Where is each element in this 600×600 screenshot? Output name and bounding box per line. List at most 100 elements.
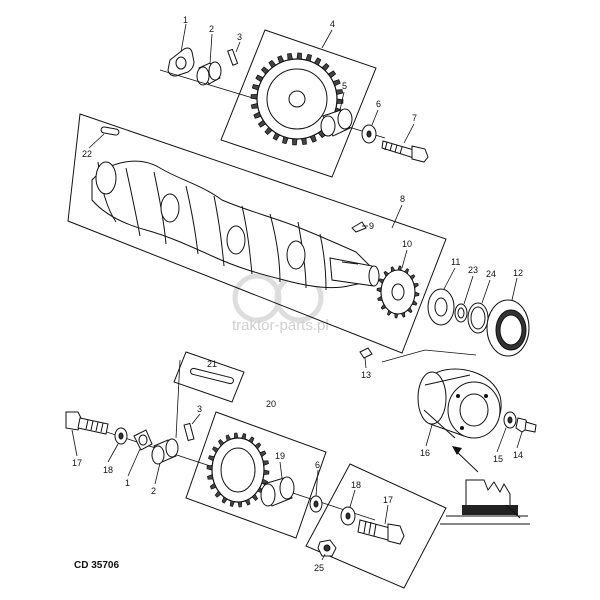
- gear-tooth: [209, 482, 217, 490]
- part-12-oil-seal: [486, 299, 530, 357]
- gear-tooth: [208, 455, 215, 462]
- gear-tooth: [250, 94, 258, 100]
- part-18-right-washer: [340, 506, 356, 526]
- part-4-gear: [250, 52, 344, 146]
- pulley-leader: [381, 349, 477, 363]
- top-gear-frame: [220, 29, 377, 178]
- callout-8: 8: [400, 194, 405, 204]
- gear-tooth: [376, 287, 382, 293]
- bottom-gear-frame: [185, 411, 327, 539]
- gear-tooth: [378, 278, 385, 285]
- callout-1-bottom: 1: [125, 478, 130, 488]
- callout-10: 10: [402, 239, 412, 249]
- gear-tooth: [394, 313, 399, 319]
- part-21-pin: [190, 367, 234, 385]
- gear-tooth: [305, 53, 312, 62]
- callout-18-left: 18: [103, 465, 113, 475]
- gear-tooth: [253, 111, 262, 119]
- pulley-cross-section: [440, 479, 530, 525]
- callout-6-top: 6: [376, 99, 381, 109]
- part-3-bottom-pin: [183, 422, 195, 442]
- gear-tooth: [321, 62, 330, 72]
- callout-20: 20: [266, 399, 276, 409]
- section-arrow: [452, 446, 479, 473]
- part-2-top-bushing: [196, 61, 222, 86]
- callout-15: 15: [493, 454, 503, 464]
- callout-22: 22: [82, 149, 92, 159]
- gear-tooth: [296, 52, 302, 60]
- gear-tooth: [390, 266, 396, 273]
- gear-tooth: [257, 119, 267, 128]
- gear-tooth: [207, 474, 214, 480]
- gear-tooth: [397, 265, 402, 271]
- part-24-oring: [467, 302, 489, 334]
- callout-14: 14: [513, 450, 523, 460]
- part-9-key: [351, 221, 367, 233]
- part-6-bottom-washer: [309, 495, 323, 513]
- part-2-bottom-bushing: [151, 438, 179, 465]
- gear-tooth: [335, 89, 344, 95]
- callout-5: 5: [342, 81, 347, 91]
- callout-23: 23: [468, 265, 478, 275]
- gear-tooth: [268, 59, 277, 69]
- gear-tooth: [313, 57, 322, 66]
- watermark-text: traktor-parts.pl: [232, 317, 329, 334]
- callout-11: 11: [451, 257, 460, 267]
- gear-tooth: [277, 55, 285, 64]
- gear-tooth: [301, 137, 307, 146]
- callout-18-right: 18: [351, 480, 361, 490]
- gear-tooth: [251, 493, 259, 501]
- callout-24: 24: [486, 269, 496, 279]
- gear-tooth: [237, 501, 243, 508]
- gear-tooth: [212, 446, 219, 454]
- gear-tooth: [413, 283, 419, 289]
- gear-tooth: [414, 291, 420, 297]
- callout-25: 25: [314, 563, 324, 573]
- gear-tooth: [233, 432, 239, 439]
- gear-tooth: [225, 434, 232, 442]
- gear-tooth: [400, 311, 406, 318]
- gear-tooth: [332, 79, 341, 87]
- callout-2-bottom: 2: [151, 486, 156, 496]
- crankshaft-frame: [67, 113, 447, 354]
- gear-tooth: [214, 490, 222, 498]
- gear-tooth: [377, 295, 383, 301]
- part-20-gear: [206, 432, 270, 508]
- gear-tooth: [411, 299, 418, 306]
- gear-tooth: [409, 274, 416, 281]
- callout-21: 21: [207, 359, 217, 369]
- callout-leaders: [71, 23, 523, 561]
- bolt-kit-frame: [305, 463, 447, 589]
- part-17-left-bolt: [65, 411, 109, 435]
- part-14-bolt: [515, 417, 537, 433]
- gear-tooth: [260, 66, 270, 75]
- callout-1-top: 1: [183, 15, 188, 25]
- pin-21-frame: [173, 351, 245, 403]
- gear-tooth: [386, 309, 393, 316]
- gear-tooth: [217, 439, 225, 447]
- gear-tooth: [287, 52, 293, 61]
- part-7-bolt: [381, 140, 429, 163]
- part-22-dowel: [100, 126, 120, 136]
- callout-17-left: 17: [72, 458, 82, 468]
- gear-tooth: [244, 498, 251, 506]
- part-1-top-plate: [167, 47, 195, 77]
- callout-13: 13: [361, 370, 371, 380]
- gear-tooth: [309, 134, 317, 143]
- gear-tooth: [241, 433, 247, 440]
- part-10-crank-gear: [376, 265, 420, 319]
- gear-tooth: [327, 70, 337, 79]
- part-17-right-bolt: [357, 519, 405, 545]
- part-3-top-pin: [227, 48, 239, 66]
- gear-tooth: [250, 103, 259, 109]
- gear-tooth: [251, 84, 260, 91]
- callout-12: 12: [513, 268, 523, 278]
- callout-3-top: 3: [237, 32, 242, 42]
- part-23-spacer: [454, 303, 468, 323]
- gear-tooth: [403, 268, 410, 275]
- gear-tooth: [248, 436, 255, 444]
- callout-numbers: 1 2 3 4 5 6 7 8 9 10 11 23 24 12 13 14 1…: [72, 15, 523, 573]
- part-18-left-washer: [114, 427, 128, 445]
- gear-tooth: [262, 460, 269, 466]
- callout-17-right: 17: [383, 495, 393, 505]
